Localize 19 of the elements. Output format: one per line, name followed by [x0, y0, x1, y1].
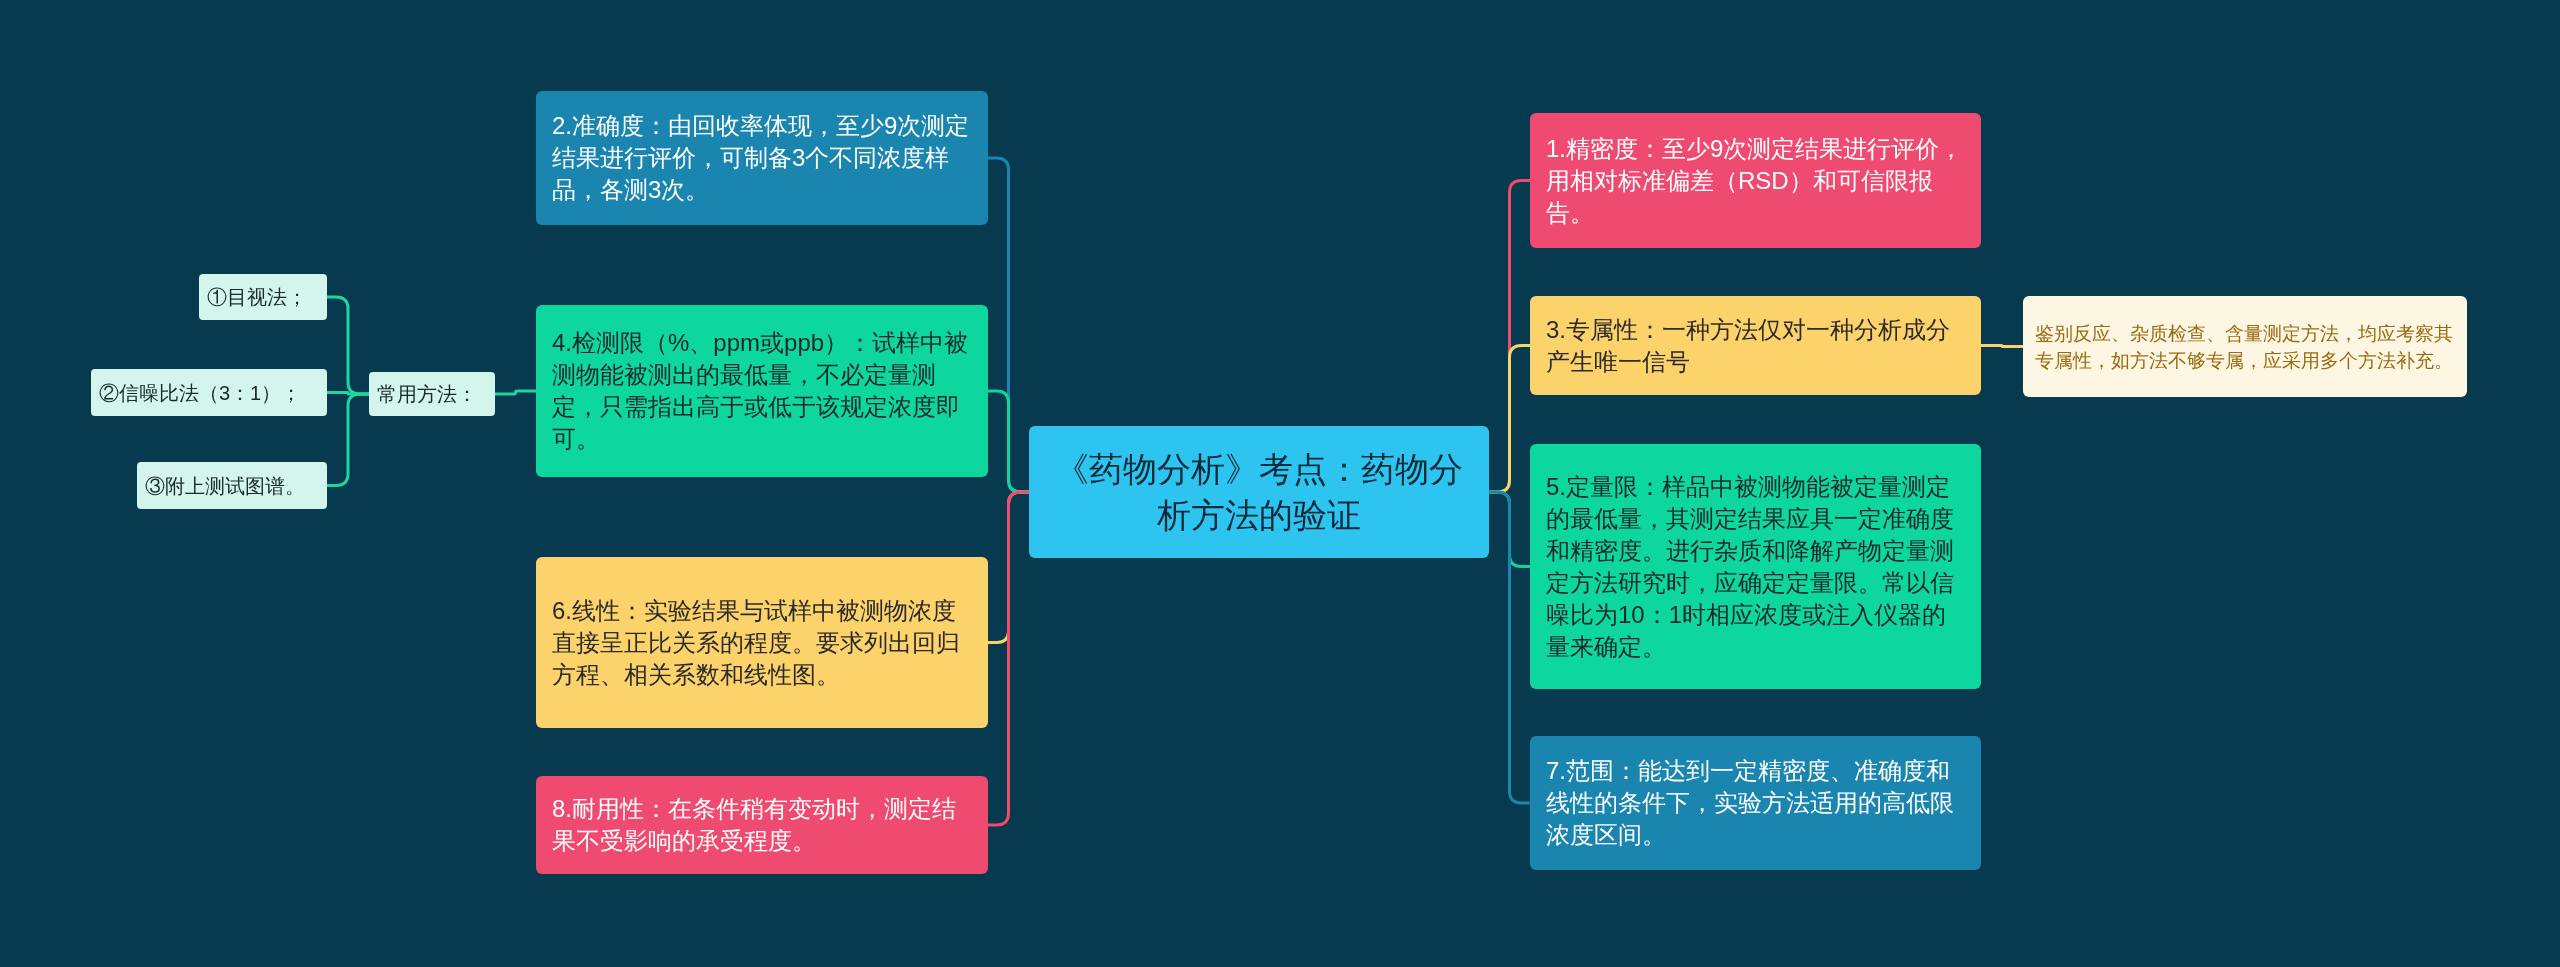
connector-line	[988, 490, 1029, 827]
subtopic-box: ①目视法；	[199, 274, 327, 320]
topic-box: 8.耐用性：在条件稍有变动时，测定结果不受影响的承受程度。	[536, 776, 988, 874]
topic-box: 3.专属性：一种方法仅对一种分析成分产生唯一信号	[1530, 296, 1981, 395]
topic-box: 6.线性：实验结果与试样中被测物浓度直接呈正比关系的程度。要求列出回归方程、相关系数和线性图。	[536, 557, 988, 728]
topic-box: 7.范围：能达到一定精密度、准确度和线性的条件下，实验方法适用的高低限浓度区间。	[1530, 736, 1981, 870]
connector-line	[327, 392, 369, 487]
subtopic-box: ③附上测试图谱。	[137, 462, 327, 509]
connector-line	[1981, 344, 2023, 348]
topic-box: 4.检测限（%、ppm或ppb）：试样中被测物能被测出的最低量，不必定量测定，只需指出高于或低于该规定浓度即可。	[536, 305, 988, 477]
topic-box: 2.准确度：由回收率体现，至少9次测定结果进行评价，可制备3个不同浓度样品，各测3次。	[536, 91, 988, 225]
connector-line	[1489, 490, 1530, 805]
topic-box: 5.定量限：样品中被测物能被定量测定的最低量，其测定结果应具一定准确度和精密度。进行杂质和降解产物定量测定方法研究时，应确定定量限。常以信噪比为10：1时相应浓度或注入仪器的量来确定。	[1530, 444, 1981, 689]
note-box: 鉴别反应、杂质检查、含量测定方法，均应考察其专属性，如方法不够专属，应采用多个方法补充。	[2023, 296, 2467, 397]
connector-line	[495, 389, 536, 396]
topic-box: 1.精密度：至少9次测定结果进行评价，用相对标准偏差（RSD）和可信限报告。	[1530, 113, 1981, 248]
central-topic: 《药物分析》考点：药物分析方法的验证	[1029, 426, 1489, 558]
subtopic-box: ②信噪比法（3：1）；	[91, 369, 327, 416]
subtopic-box: 常用方法：	[369, 372, 495, 416]
